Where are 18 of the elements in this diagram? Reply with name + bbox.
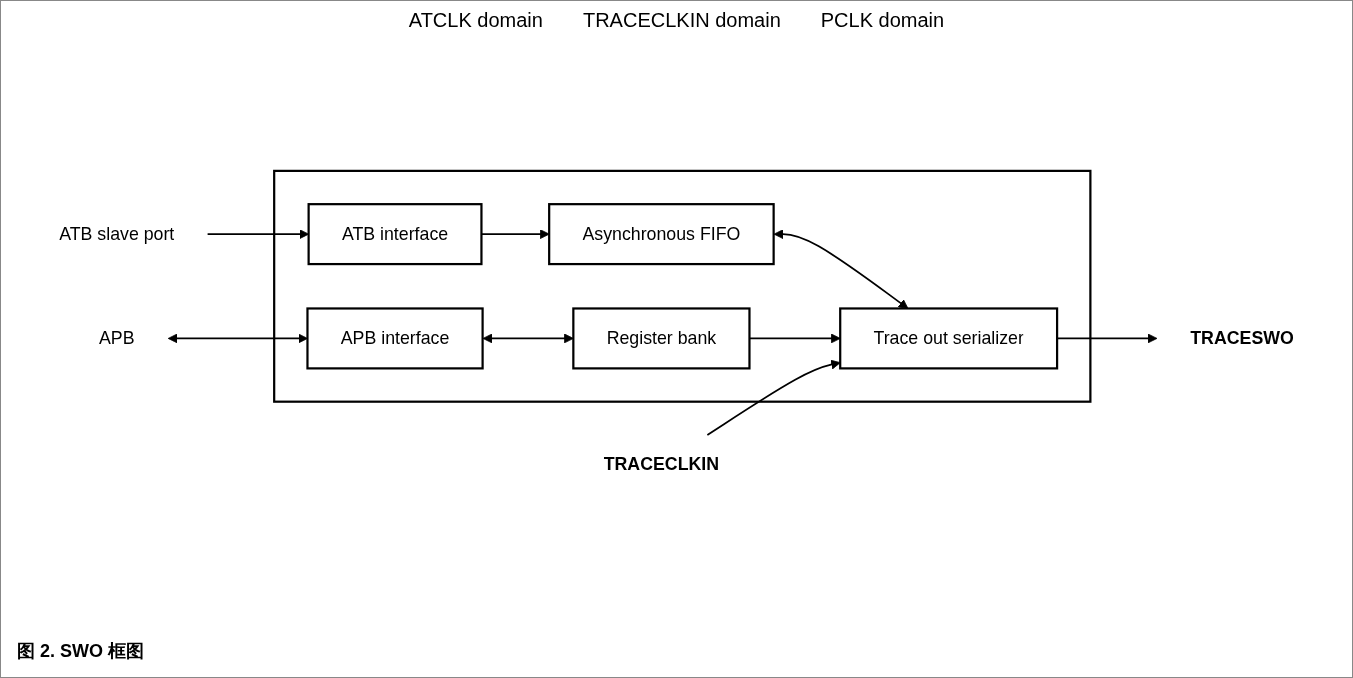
- domain-label: ATCLK domain: [408, 9, 543, 32]
- node-text: TRACECLKIN: [603, 454, 720, 474]
- node-box: ATB interface: [307, 202, 483, 265]
- node-text: TRACESWO: [1190, 328, 1294, 347]
- domain-label: TRACECLKIN domain: [582, 9, 781, 32]
- node-box: Trace out serializer: [839, 306, 1059, 370]
- node-box: APB interface: [306, 306, 484, 370]
- arrow: [482, 333, 574, 343]
- node-text: APB: [98, 328, 135, 347]
- cluster: [273, 169, 1092, 403]
- arrow: [706, 359, 841, 436]
- node-text: ATB slave port: [59, 223, 175, 243]
- arrow: [167, 333, 308, 343]
- figure-caption: 图 2. SWO 框图: [17, 640, 145, 663]
- node-box: Asynchronous FIFO: [548, 202, 775, 265]
- arrow: [773, 228, 909, 309]
- domain-label: PCLK domain: [820, 9, 945, 32]
- node-box: Register bank: [572, 306, 751, 370]
